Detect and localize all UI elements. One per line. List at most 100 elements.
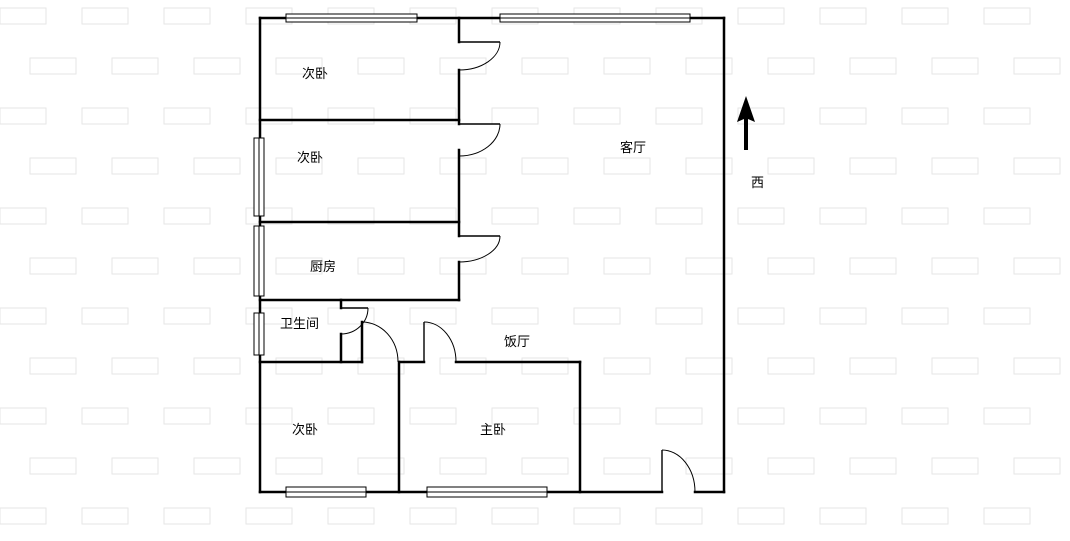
watermark-mark [81,7,129,25]
watermark-mark [655,407,703,425]
watermark-mark [931,457,979,475]
watermark-mark [0,507,47,525]
room-label-living-room: 客厅 [620,140,646,156]
watermark-mark [357,357,405,375]
watermark-mark [163,407,211,425]
watermark-mark [901,107,949,125]
watermark-mark [521,157,569,175]
watermark-mark [1013,57,1061,75]
watermark-mark [409,407,457,425]
watermark-mark [901,507,949,525]
watermark-mark [521,357,569,375]
watermark-mark [245,7,293,25]
watermark-mark [521,457,569,475]
watermark-mark [849,357,897,375]
watermark-mark [275,257,323,275]
door-top-bedroom [458,41,501,71]
compass-direction-label: 西 [751,176,764,191]
interior-walls [258,16,582,494]
watermark-mark [439,357,487,375]
window-top-right [499,13,691,23]
watermark-mark [931,357,979,375]
watermark-mark [901,7,949,25]
window-bottom-left [285,486,367,498]
watermark-mark [111,57,159,75]
watermark-mark [819,307,867,325]
watermark-mark [163,7,211,25]
watermark-mark [357,57,405,75]
watermark-mark [901,407,949,425]
watermark-mark [819,107,867,125]
watermark-mark [849,57,897,75]
window-bottom-middle [426,486,548,498]
watermark-mark [685,457,733,475]
watermark-mark [819,7,867,25]
watermark-mark [573,107,621,125]
watermark-mark [111,157,159,175]
watermark-mark [491,507,539,525]
watermark-mark [439,457,487,475]
watermark-mark [357,457,405,475]
watermark-mark [931,157,979,175]
watermark-mark [245,207,293,225]
watermark-mark [983,7,1031,25]
watermark-mark [439,257,487,275]
watermark-mark [983,107,1031,125]
window-left-middle-bedroom [253,137,265,217]
watermark-mark [81,407,129,425]
watermark-mark [0,407,47,425]
watermark-mark [29,357,77,375]
watermark-mark [29,57,77,75]
watermark-mark [819,507,867,525]
watermark-mark [685,257,733,275]
door-bathroom [340,307,369,335]
watermark-mark [327,507,375,525]
watermark-mark [163,107,211,125]
watermark-mark [275,357,323,375]
watermark-mark [737,7,785,25]
watermark-mark [111,357,159,375]
room-label-secondary-bedroom-middle: 次卧 [297,150,323,166]
watermark-mark [573,407,621,425]
watermark-mark [0,207,47,225]
doors [340,41,696,493]
watermark-mark [439,57,487,75]
watermark-mark [275,157,323,175]
watermark-mark [275,457,323,475]
watermark-mark [573,307,621,325]
watermark-mark [767,257,815,275]
door-bottom-bedroom [361,321,399,363]
watermark-mark [603,457,651,475]
watermark-mark [685,357,733,375]
room-label-master-bedroom: 主卧 [480,423,506,438]
door-kitchen [458,235,501,263]
watermark-mark [29,257,77,275]
watermark-mark [111,257,159,275]
watermark-mark [327,107,375,125]
room-label-kitchen: 厨房 [310,259,336,275]
watermark-mark [193,457,241,475]
watermark-mark [0,307,47,325]
watermark-mark [327,207,375,225]
watermark-mark [193,57,241,75]
window-left-kitchen [253,225,265,297]
watermark-mark [357,157,405,175]
watermark-mark [931,257,979,275]
watermark-mark [767,457,815,475]
watermark-mark [767,157,815,175]
watermark-mark [767,357,815,375]
watermark-mark [737,507,785,525]
watermark-mark [737,107,785,125]
windows [253,13,691,498]
watermark-mark [81,207,129,225]
watermark-mark [603,257,651,275]
room-labels: 次卧 次卧 厨房 卫生间 客厅 饭厅 次卧 主卧 [280,66,646,438]
watermark-mark [245,507,293,525]
watermark-mark [1013,157,1061,175]
watermark-mark [193,257,241,275]
watermark-mark [901,307,949,325]
watermark-mark [737,307,785,325]
room-label-secondary-bedroom-bottom: 次卧 [292,422,318,438]
watermark-mark [29,457,77,475]
